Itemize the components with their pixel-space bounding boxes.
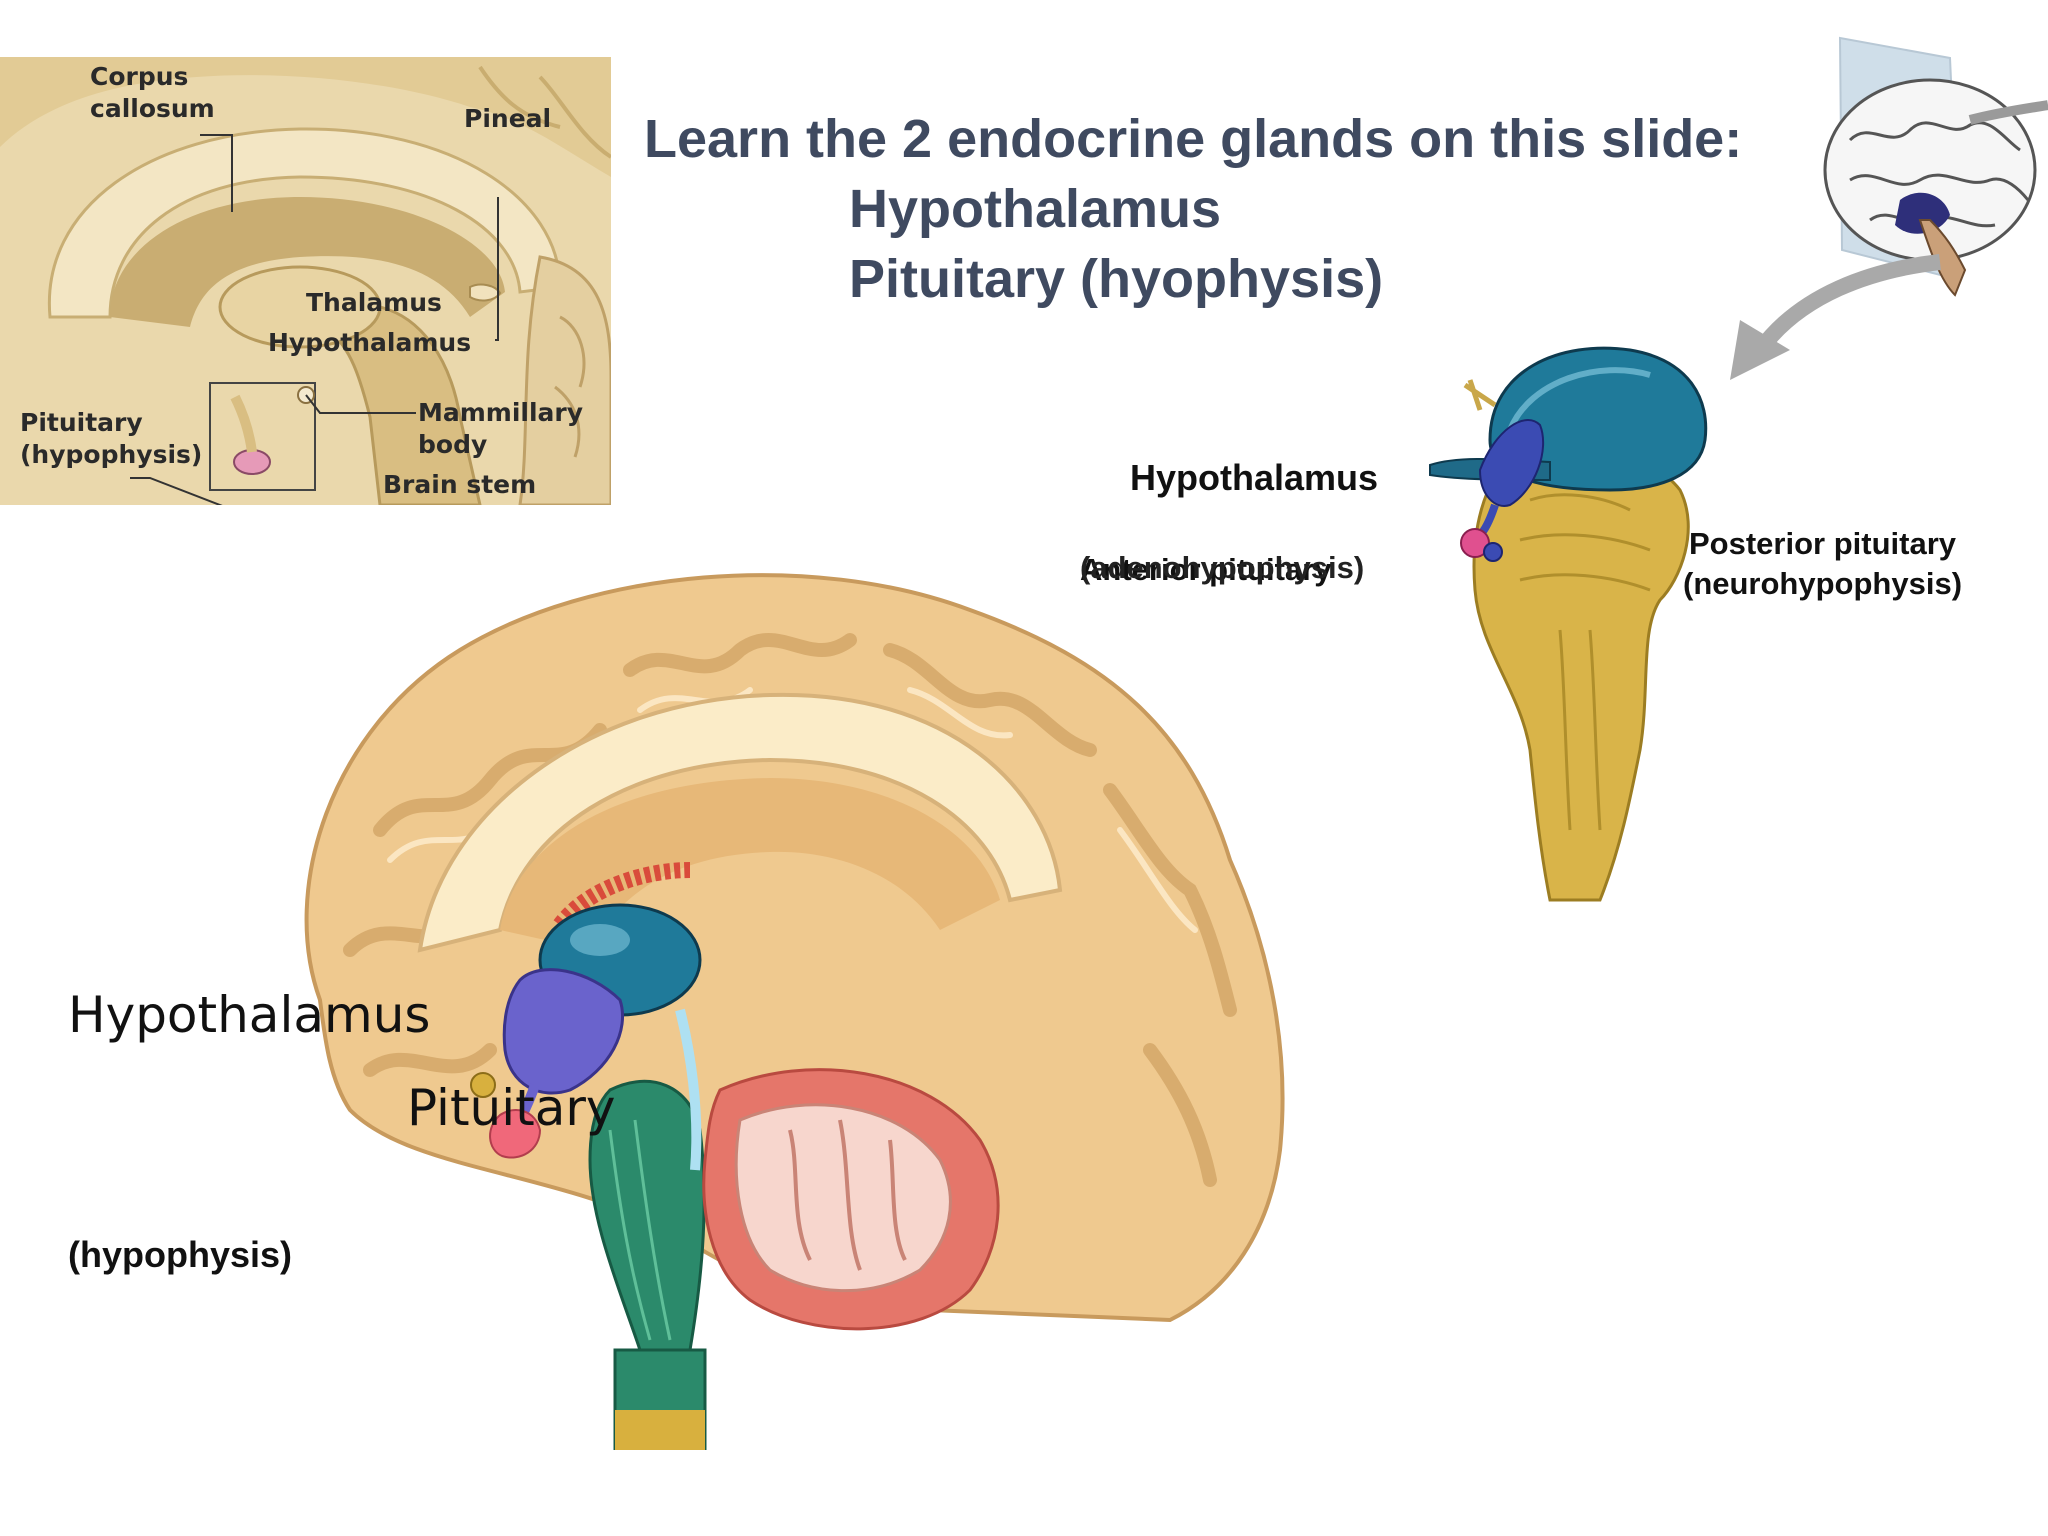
main-label-hypothalamus: Hypothalamus [68, 986, 431, 1044]
inset-label-hypothalamus: Hypothalamus [268, 328, 472, 357]
main-brain-illustration [304, 573, 1285, 1450]
brainstem-label-adenohypophysis: (adenohypophysis) [1080, 550, 1365, 585]
brainstem-label-anterior-pituitary: Anterior pituitary [1080, 552, 1332, 587]
inset-brain-diagram: Corpus callosum Pineal Thalamus Hypothal… [0, 57, 611, 505]
title-line-3: Pituitary (hyophysis) [849, 249, 1384, 309]
inset-label-brain-stem: Brain stem [383, 470, 537, 499]
curved-arrow-icon [1730, 254, 1941, 380]
inset-label-pituitary: Pituitary (hypophysis) [20, 408, 203, 469]
title-line-2: Hypothalamus [849, 179, 1222, 239]
inset-brain-illustration [0, 57, 611, 505]
main-label-pituitary: Pituitary [407, 1079, 616, 1137]
inset-label-pineal: Pineal [464, 104, 552, 133]
brainstem-illustration [1429, 346, 1708, 902]
inset-label-corpus-callosum: Corpus callosum [90, 62, 215, 123]
title-line-1: Learn the 2 endocrine glands on this sli… [644, 109, 1743, 169]
brainstem-label-posterior-pituitary: Posterior pituitary (neurohypophysis) [1683, 526, 1963, 601]
brainstem-label-hypothalamus: Hypothalamus [1130, 457, 1379, 498]
inset-label-thalamus: Thalamus [306, 288, 442, 317]
head-brain-icon [1823, 36, 2048, 297]
inset-label-mammillary-body: Mammillary body [418, 398, 584, 459]
main-label-hypophysis: (hypophysis) [68, 1234, 293, 1275]
slide-title: Learn the 2 endocrine glands on this sli… [644, 104, 1742, 314]
